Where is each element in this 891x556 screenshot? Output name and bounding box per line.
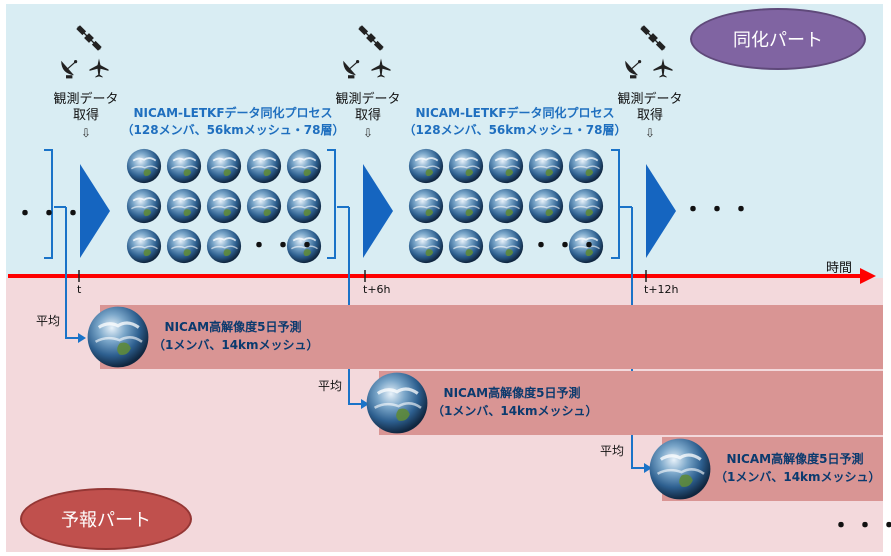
observation-label-line1: 観測データ [53,92,119,107]
earth-globe-icon [408,148,444,184]
assimilation-step-triangle [363,164,393,258]
radar-dish-icon [624,59,642,80]
earth-globe-icon [206,228,242,264]
earth-globe-icon [568,148,604,184]
time-tick-label: t+12h [644,283,679,296]
earth-globe-icon [206,148,242,184]
assimilation-step-triangle [646,164,676,258]
satellite-icon [358,25,384,51]
earth-globe-icon [528,188,564,224]
down-arrow-icon: ⇩ [80,126,92,140]
observation-label-line1: 観測データ [617,92,683,107]
earth-globe-icon [488,188,524,224]
earth-globe-icon [448,188,484,224]
connector-arrowhead [78,333,86,343]
earth-globe-icon [126,148,162,184]
time-axis-arrowhead [860,268,876,284]
time-tick-label: t+6h [363,283,391,296]
cycle-bracket [44,149,53,259]
observation-label-line1: 観測データ [335,92,401,107]
average-label: 平均 [318,379,343,393]
airplane-icon [89,58,109,78]
earth-globe-icon [648,437,712,501]
process-label-line2: （128メンバ、56kmメッシュ・78層） [121,123,345,137]
forecast-label-line1: NICAM高解像度5日予測 [443,386,581,400]
earth-globe-icon [488,148,524,184]
cycle-bracket [327,149,336,259]
ensemble-ellipsis: ・・・ [530,234,603,259]
forecast-label-line2: （1メンバ、14kmメッシュ） [432,404,598,418]
connector-arrowhead [361,399,369,409]
connector-arrowhead [644,463,652,473]
earth-globe-icon [408,188,444,224]
earth-globe-icon [365,371,429,435]
down-arrow-icon: ⇩ [644,126,656,140]
continuation-right: ・・・ [682,198,755,223]
earth-globe-icon [126,228,162,264]
airplane-icon [653,58,673,78]
cycle-bracket [611,149,620,259]
earth-globe-icon [528,148,564,184]
earth-globe-icon [408,228,444,264]
average-connector [348,207,363,405]
earth-globe-icon [286,188,322,224]
process-label-line2: （128メンバ、56kmメッシュ・78層） [403,123,627,137]
earth-globe-icon [448,148,484,184]
forecast-band [100,305,883,369]
forecast-label-line2: （1メンバ、14kmメッシュ） [153,338,319,352]
down-arrow-icon: ⇩ [362,126,374,140]
average-connector [65,207,80,339]
earth-globe-icon [448,228,484,264]
continuation-left: ・・・ [14,202,87,227]
time-tick-label: t [77,283,82,296]
radar-dish-icon [60,59,78,80]
earth-globe-icon [568,188,604,224]
satellite-icon [76,25,102,51]
satellite-icon [640,25,666,51]
process-label-line1: NICAM-LETKFデータ同化プロセス [133,106,333,120]
time-axis-label: 時間 [826,261,853,276]
earth-globe-icon [286,148,322,184]
average-label: 平均 [36,314,61,328]
earth-globe-icon [86,305,150,369]
forecast-label-line1: NICAM高解像度5日予測 [726,452,864,466]
ensemble-ellipsis: ・・・ [248,234,321,259]
earth-globe-icon [246,148,282,184]
earth-globe-icon [488,228,524,264]
observation-label-line2: 取得 [354,108,381,123]
observation-label-line2: 取得 [72,108,99,123]
forecast-label-line1: NICAM高解像度5日予測 [164,320,302,334]
earth-globe-icon [246,188,282,224]
assimilation-step-triangle [80,164,110,258]
average-connector [631,207,646,469]
forecast-band [379,371,883,435]
forecast-part-label: 予報パート [20,488,192,550]
forecast-label-line2: （1メンバ、14kmメッシュ） [715,470,881,484]
earth-globe-icon [166,188,202,224]
earth-globe-icon [166,148,202,184]
process-label-line1: NICAM-LETKFデータ同化プロセス [415,106,615,120]
assimilation-part-label: 同化パート [690,8,866,70]
earth-globe-icon [126,188,162,224]
observation-label-line2: 取得 [636,108,663,123]
continuation-forecast: ・・・ [830,514,891,539]
average-label: 平均 [600,444,625,458]
earth-globe-icon [206,188,242,224]
earth-globe-icon [166,228,202,264]
airplane-icon [371,58,391,78]
radar-dish-icon [342,59,360,80]
